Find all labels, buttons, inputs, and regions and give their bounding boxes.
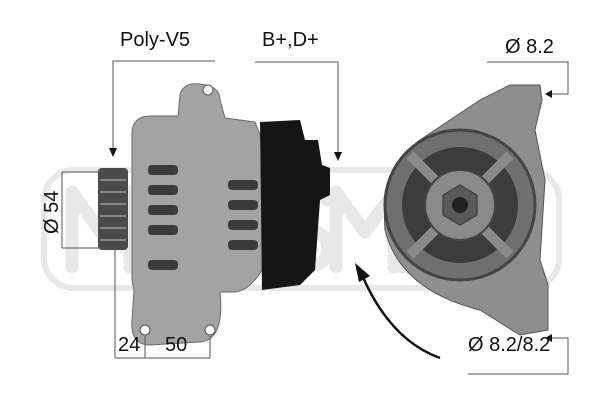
alternator-side-view <box>98 83 330 346</box>
offset-label: 24 <box>118 334 141 356</box>
belt-type-label: Poly-V5 <box>120 29 191 51</box>
pulley-diameter-label: Ø 54 <box>41 190 63 234</box>
hole-spacing-label: 50 <box>165 334 188 356</box>
alternator-front-view <box>383 84 549 336</box>
top-hole-diameter-label: Ø 8.2 <box>505 36 554 58</box>
dimension-lines <box>61 60 569 375</box>
bottom-holes-diameter-label: Ø 8.2/8.2 <box>468 334 551 356</box>
terminals-label: B+,D+ <box>262 29 319 51</box>
rotation-arrow-icon <box>355 263 441 360</box>
